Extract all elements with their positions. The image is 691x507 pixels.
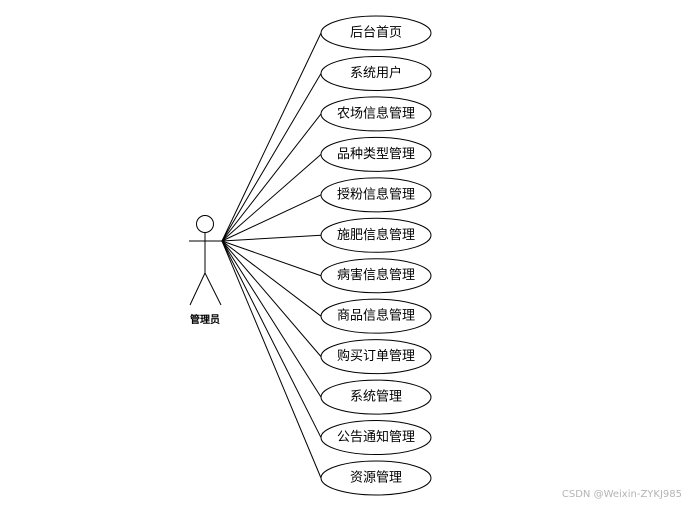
association-line (221, 240, 322, 357)
use-case: 品种类型管理 (320, 136, 432, 172)
use-case-ellipse (320, 96, 432, 132)
use-case: 公告通知管理 (320, 420, 432, 456)
actor-right-leg (204, 272, 222, 306)
use-case-ellipse (320, 217, 432, 253)
use-case-ellipse (320, 177, 432, 213)
association-line (221, 240, 322, 277)
use-case-label: 农场信息管理 (337, 105, 415, 121)
association-line (221, 234, 322, 242)
use-case-list: 后台首页系统用户农场信息管理品种类型管理授粉信息管理施肥信息管理病害信息管理商品… (320, 15, 432, 496)
actor-administrator: 管理员 (189, 215, 222, 326)
actor-left-leg (189, 272, 206, 306)
association-line (221, 240, 322, 438)
use-case-label: 系统管理 (350, 390, 402, 405)
use-case-label: 授粉信息管理 (337, 186, 415, 202)
use-case-label: 资源管理 (350, 471, 402, 486)
use-case-label: 系统用户 (350, 65, 402, 81)
use-case-ellipse (320, 420, 432, 456)
use-case: 资源管理 (320, 460, 432, 496)
use-case-label: 公告通知管理 (337, 429, 415, 445)
use-case: 病害信息管理 (320, 258, 432, 294)
actor-head (196, 215, 214, 233)
use-case: 施肥信息管理 (320, 217, 432, 253)
use-case-ellipse (320, 379, 432, 415)
use-case: 农场信息管理 (320, 96, 432, 132)
use-case-ellipse (320, 258, 432, 294)
use-case-label: 购买订单管理 (337, 348, 415, 364)
use-case-ellipse (320, 460, 432, 496)
association-line (221, 240, 322, 317)
association-line (221, 32, 322, 242)
association-line (221, 240, 322, 479)
use-case: 授粉信息管理 (320, 177, 432, 213)
use-case-label: 施肥信息管理 (337, 227, 415, 243)
use-case: 系统用户 (320, 55, 432, 91)
watermark: CSDN @Weixin-ZYKJ985 (562, 489, 682, 500)
use-case: 后台首页 (320, 15, 432, 51)
use-case-label: 病害信息管理 (337, 267, 415, 283)
use-case: 购买订单管理 (320, 339, 432, 375)
use-case-label: 商品信息管理 (337, 308, 415, 324)
use-case-label: 品种类型管理 (337, 147, 415, 162)
association-line (221, 73, 322, 242)
use-case-ellipse (320, 55, 432, 91)
use-case-ellipse (320, 136, 432, 172)
use-case: 系统管理 (320, 379, 432, 415)
use-case-ellipse (320, 339, 432, 375)
use-case-ellipse (320, 298, 432, 334)
association-line (221, 194, 322, 242)
association-lines (221, 32, 322, 479)
use-case-label: 后台首页 (350, 26, 402, 41)
association-line (221, 153, 322, 242)
use-case-ellipse (320, 15, 432, 51)
actor-label: 管理员 (190, 313, 220, 326)
association-line (221, 240, 322, 398)
association-line (221, 113, 322, 242)
use-case: 商品信息管理 (320, 298, 432, 334)
